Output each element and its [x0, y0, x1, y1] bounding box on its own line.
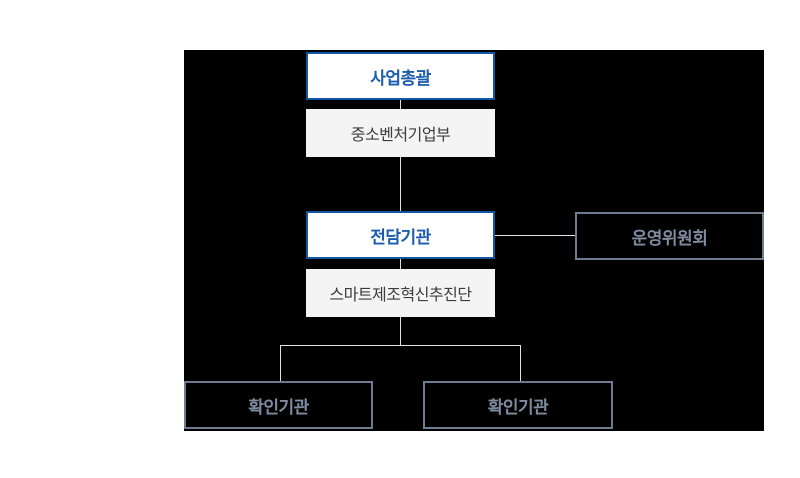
- node-confirm-agency-left-label: 확인기관: [248, 397, 309, 417]
- connector-branch-right: [520, 345, 521, 381]
- node-dedicated-agency: 전담기관: [306, 211, 495, 259]
- org-chart-canvas: 사업총괄 중소벤처기업부 전담기관 스마트제조혁신추진단 운영위원회 확인기관 …: [184, 50, 764, 431]
- node-business-overall-label: 사업총괄: [370, 68, 431, 88]
- node-confirm-agency-left: 확인기관: [184, 381, 373, 429]
- node-confirm-agency-right: 확인기관: [423, 381, 613, 429]
- node-steering-committee-label: 운영위원회: [631, 228, 708, 248]
- node-ministry: 중소벤처기업부: [306, 109, 495, 157]
- node-ministry-label: 중소벤처기업부: [350, 127, 451, 144]
- node-smart-team: 스마트제조혁신추진단: [306, 269, 495, 317]
- connector-ministry-agency: [400, 157, 401, 211]
- connector-agency-committee: [495, 235, 575, 236]
- node-dedicated-agency-label: 전담기관: [370, 227, 431, 247]
- connector-agency-smart: [400, 259, 401, 269]
- connector-branch-horizontal: [280, 345, 521, 346]
- connector-smart-branch: [400, 317, 401, 345]
- node-business-overall: 사업총괄: [306, 52, 495, 100]
- connector-business-ministry: [400, 100, 401, 109]
- node-steering-committee: 운영위원회: [575, 212, 764, 260]
- connector-branch-left: [280, 345, 281, 381]
- node-confirm-agency-right-label: 확인기관: [487, 397, 549, 417]
- node-smart-team-label: 스마트제조혁신추진단: [329, 287, 472, 304]
